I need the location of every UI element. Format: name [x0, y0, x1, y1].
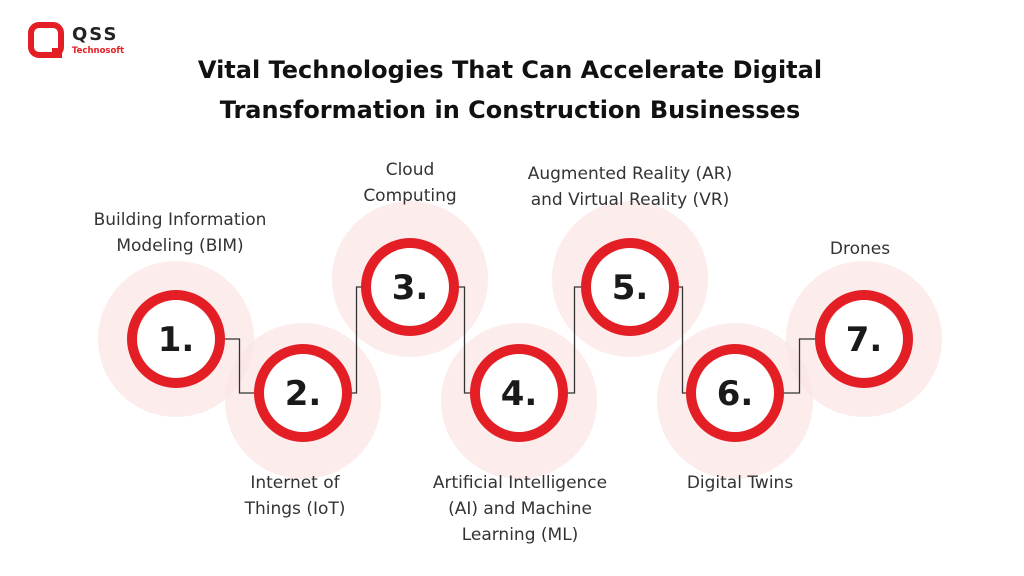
step-7-label: Drones: [800, 236, 920, 262]
step-3-label: Cloud Computing: [330, 157, 490, 209]
connector-line: [775, 338, 824, 394]
step-4-label: Artificial Intelligence (AI) and Machine…: [400, 470, 640, 548]
brand-logo: QSS Technosoft: [28, 22, 148, 62]
step-2-label: Internet of Things (IoT): [200, 470, 390, 522]
step-2-disc: [264, 354, 342, 432]
connector-line: [216, 338, 263, 394]
step-1-label-line: Modeling (BIM): [116, 236, 244, 256]
step-2-label-line: Things (IoT): [244, 499, 346, 519]
step-1-number: 1.: [158, 320, 195, 360]
step-4-number: 4.: [501, 374, 538, 414]
step-7-number: 7.: [846, 320, 883, 360]
step-6-label-line: Digital Twins: [686, 473, 794, 493]
step-4-label-line: Learning (ML): [461, 525, 579, 545]
step-5-label-line: Augmented Reality (AR): [527, 164, 733, 184]
step-5-label-line: and Virtual Reality (VR): [530, 190, 730, 210]
qss-logo-icon: [28, 22, 64, 58]
page-title: Vital Technologies That Can Accelerate D…: [130, 50, 890, 130]
step-1-label: Building Information Modeling (BIM): [70, 207, 290, 259]
step-3-number: 3.: [392, 268, 429, 308]
step-2-label-line: Internet of: [250, 473, 340, 493]
title-line-1: Vital Technologies That Can Accelerate D…: [197, 56, 823, 84]
step-5-label: Augmented Reality (AR) and Virtual Reali…: [505, 161, 755, 213]
step-7-disc: [825, 300, 903, 378]
step-1-label-line: Building Information: [93, 210, 267, 230]
step-1-disc: [137, 300, 215, 378]
title-line-2: Transformation in Construction Businesse…: [219, 96, 801, 124]
step-4-label-line: Artificial Intelligence: [432, 473, 608, 493]
step-7-label-line: Drones: [829, 239, 891, 259]
step-6-number: 6.: [717, 374, 754, 414]
step-6-disc: [696, 354, 774, 432]
brand-name: QSS: [72, 24, 119, 45]
step-3-label-line: Computing: [363, 186, 457, 206]
step-5-disc: [591, 248, 669, 326]
step-5-number: 5.: [612, 268, 649, 308]
step-3-label-line: Cloud: [385, 160, 435, 180]
step-2-number: 2.: [285, 374, 322, 414]
step-4-disc: [480, 354, 558, 432]
step-6-label: Digital Twins: [650, 470, 830, 496]
step-4-label-line: (AI) and Machine: [448, 499, 592, 519]
step-3-disc: [371, 248, 449, 326]
brand-subtitle: Technosoft: [72, 46, 125, 56]
